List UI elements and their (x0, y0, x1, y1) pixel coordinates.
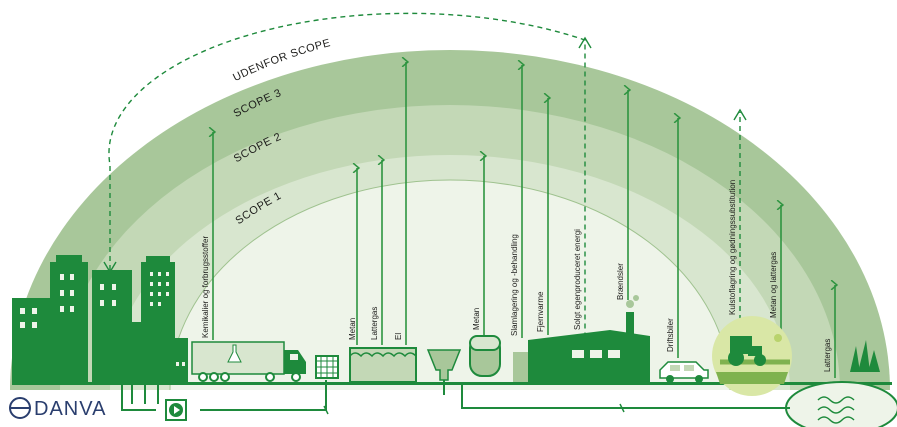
danva-logo: DANVA (9, 397, 106, 420)
chemicals-truck (191, 341, 306, 382)
label-vehicles: Driftsbiler (666, 318, 675, 352)
city-windows (20, 272, 185, 366)
farm-field (712, 316, 792, 396)
pump-icon (165, 399, 187, 421)
aeration-tank (349, 347, 417, 383)
label-sludge: Slamlagering og -behandling (510, 234, 519, 336)
label-nitrous2: Lattergas (823, 339, 832, 372)
label-electricity: El (394, 333, 403, 340)
outside-scope-arrowhead-right (578, 36, 592, 49)
city-buildings (12, 255, 188, 383)
pipe-markers (323, 403, 625, 415)
scope1-line (169, 179, 731, 391)
recipient-water (785, 381, 897, 427)
label-methane-nitrous: Metan og lattergas (769, 252, 778, 318)
danva-brand-text: DANVA (34, 398, 106, 420)
factory (528, 295, 650, 382)
sludge-digester (469, 335, 501, 377)
label-fuels: Brændsler (616, 263, 625, 300)
label-chemicals: Kemikalier og forbrugsstoffer (201, 236, 210, 338)
ground-line (12, 382, 892, 385)
flask-icon (227, 344, 242, 363)
label-sold-energy: Solgt egenproduceret energi (573, 229, 582, 330)
label-methane1: Metan (348, 318, 357, 340)
carbon-arrowhead (733, 108, 747, 121)
settling-hopper (426, 349, 462, 381)
label-district-heating: Fjernvarme (536, 291, 545, 332)
label-nitrous1: Lattergas (370, 307, 379, 340)
label-carbon: Kulstoflagring og gødningssubstitution (728, 180, 737, 315)
screen-filter-icon (315, 355, 339, 379)
service-car (659, 361, 709, 383)
outside-scope-dashed-arrow (108, 12, 586, 350)
reeds (850, 340, 880, 372)
label-methane2: Metan (472, 308, 481, 330)
